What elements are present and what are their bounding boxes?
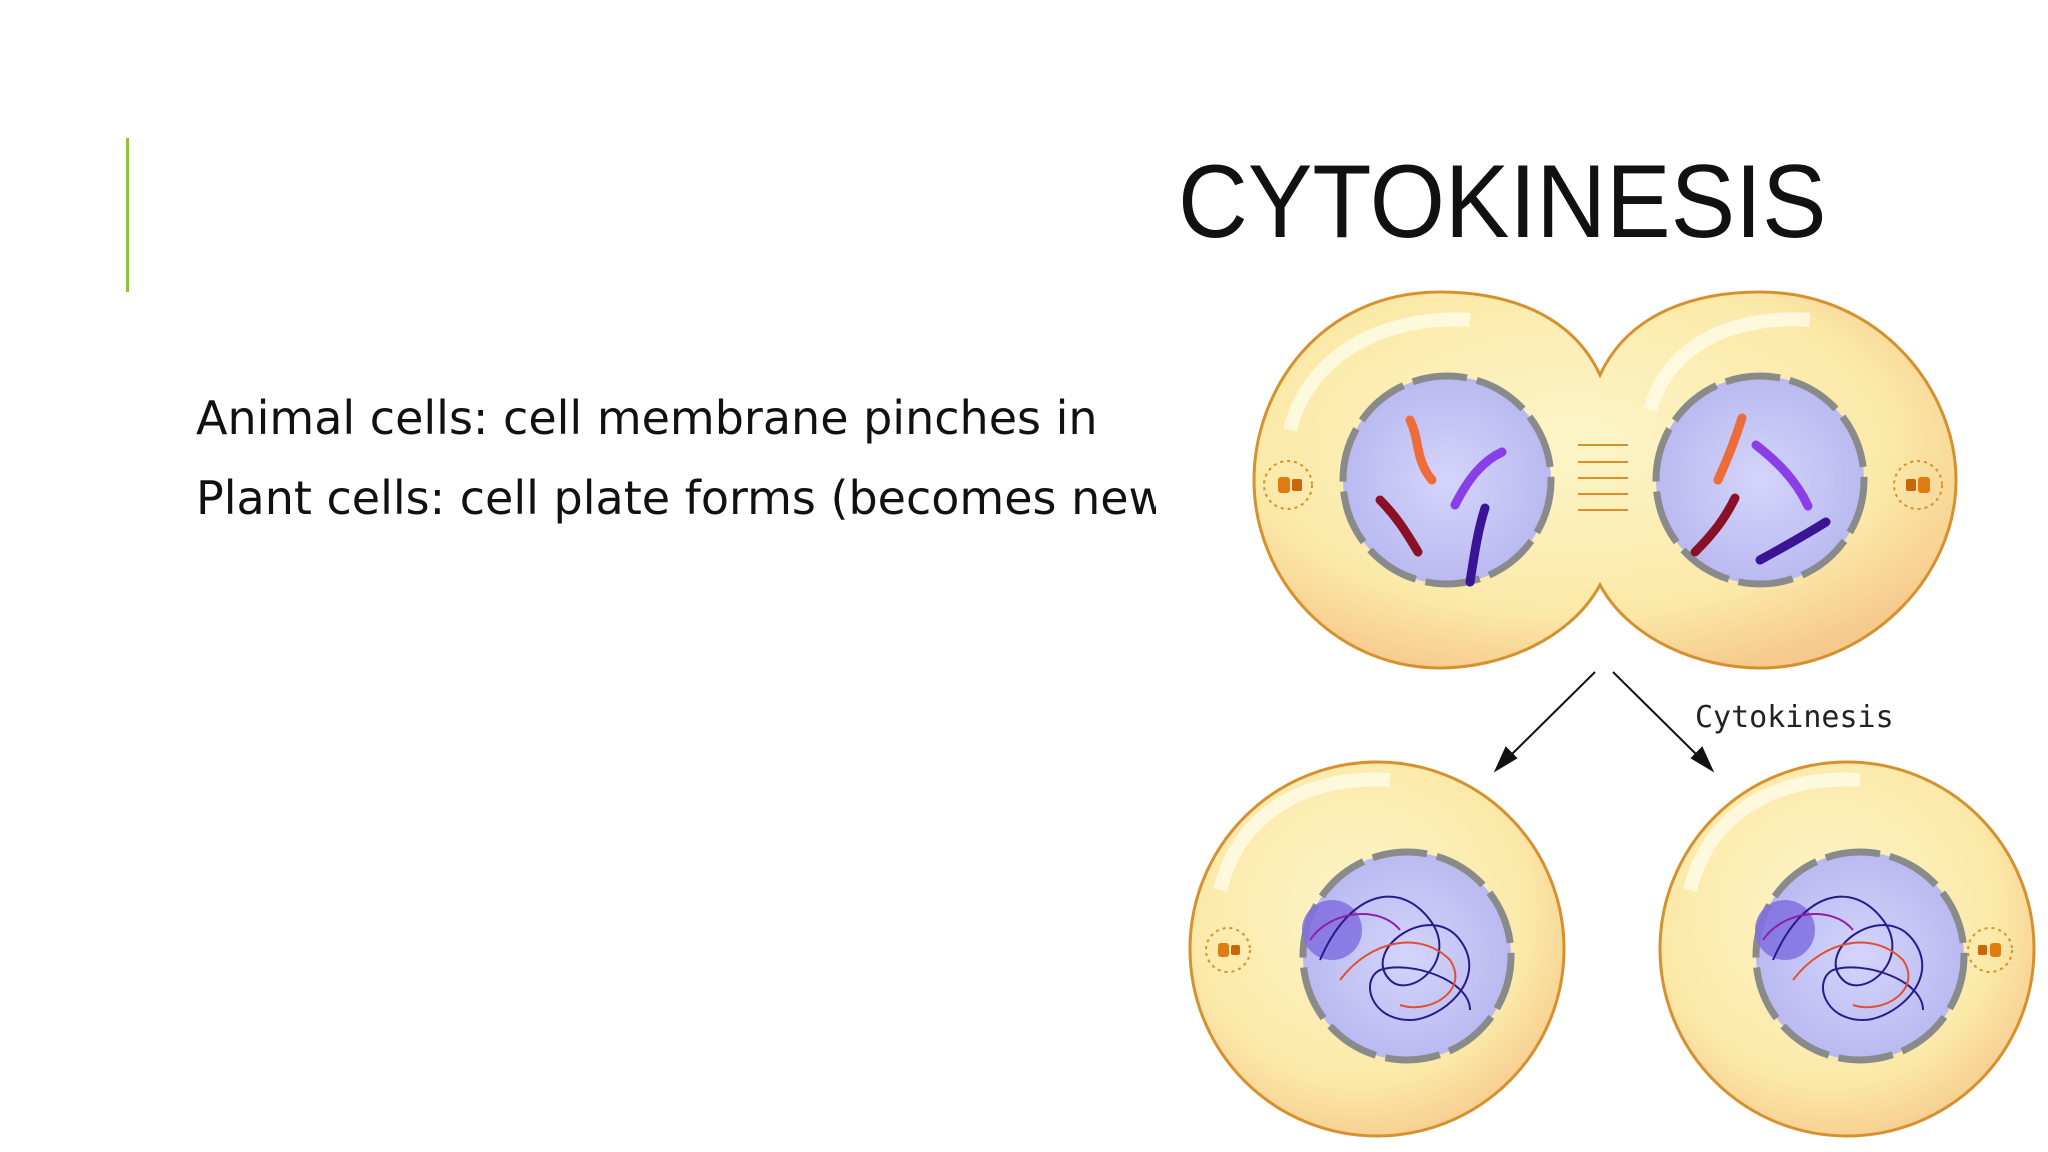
slide-title: CYTOKINESIS bbox=[1178, 144, 1827, 260]
accent-bar bbox=[126, 138, 129, 292]
dividing-cell-icon bbox=[1252, 290, 1958, 670]
daughter-cell-icon bbox=[1188, 760, 1566, 1138]
bullet-item: Animal cells: cell membrane pinches in bbox=[196, 391, 1098, 445]
daughter-cell-icon bbox=[1658, 760, 2036, 1138]
bullet-item: Plant cells: cell plate forms (becomes n… bbox=[196, 471, 1156, 525]
figure-label: Cytokinesis bbox=[1695, 700, 1894, 735]
arrow-icon bbox=[1493, 671, 1715, 773]
bullet-list: Animal cells: cell membrane pinches in P… bbox=[196, 378, 1156, 538]
cytokinesis-illustration: Cytokinesis bbox=[1170, 280, 2048, 1152]
